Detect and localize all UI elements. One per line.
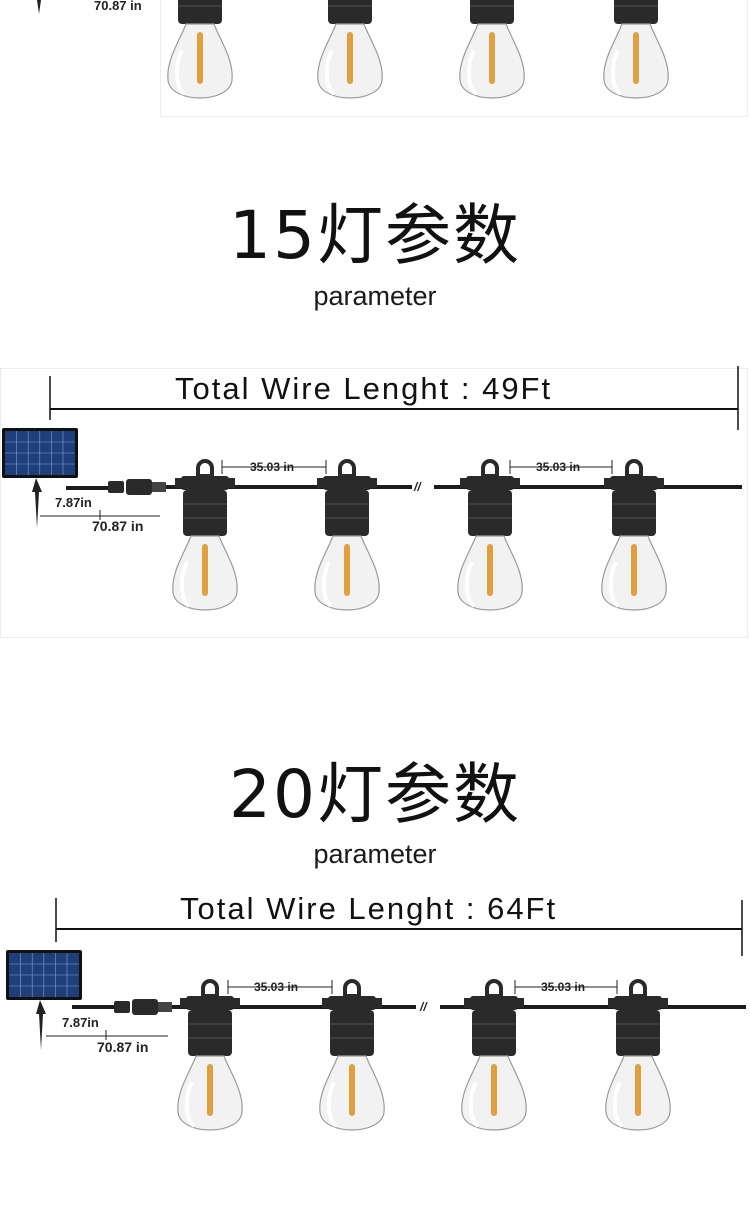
- bulb-icon-20-3: [461, 979, 527, 1131]
- top-stake-icon: [34, 0, 44, 16]
- spacing-dimension-lines: [221, 460, 613, 474]
- long-lead-label-15: 70.87 in: [92, 518, 144, 534]
- top-length-label: 70.87 in: [94, 0, 142, 13]
- section-heading-15: 15灯参数: [229, 197, 521, 274]
- spacing-dimension-lines: [227, 980, 618, 994]
- connector-icon: [108, 479, 166, 495]
- break-mark-15: //: [414, 480, 421, 494]
- connector-icon: [114, 999, 172, 1015]
- short-lead-label-15: 7.87in: [55, 495, 92, 510]
- top-bulb-3: [459, 0, 525, 99]
- top-bulb-2: [317, 0, 383, 99]
- short-lead-label-20: 7.87in: [62, 1015, 99, 1030]
- long-lead-label-20: 70.87 in: [97, 1039, 149, 1055]
- section-subheading-15: parameter: [313, 281, 437, 311]
- bulb-icon-20-2: [319, 979, 385, 1131]
- total-length-label-20: Total Wire Lenght : 64Ft: [180, 891, 558, 926]
- solar-panel-icon: [2, 428, 78, 528]
- top-bulb-4: [603, 0, 669, 99]
- bulb-icon-15-2: [314, 459, 380, 611]
- bulb-icon-15-1: [172, 459, 238, 611]
- section-subheading-20: parameter: [313, 839, 437, 869]
- bulb-icon-20-1: [177, 979, 243, 1131]
- top-bulb-1: [167, 0, 233, 99]
- bulb-icon-15-3: [457, 459, 523, 611]
- bulb-icon-20-4: [605, 979, 671, 1131]
- section-heading-20: 20灯参数: [229, 756, 521, 833]
- solar-panel-icon: [6, 950, 82, 1050]
- bulb-icon-15-4: [601, 459, 667, 611]
- break-mark-20: //: [420, 1000, 427, 1014]
- total-length-label-15: Total Wire Lenght : 49Ft: [175, 371, 553, 406]
